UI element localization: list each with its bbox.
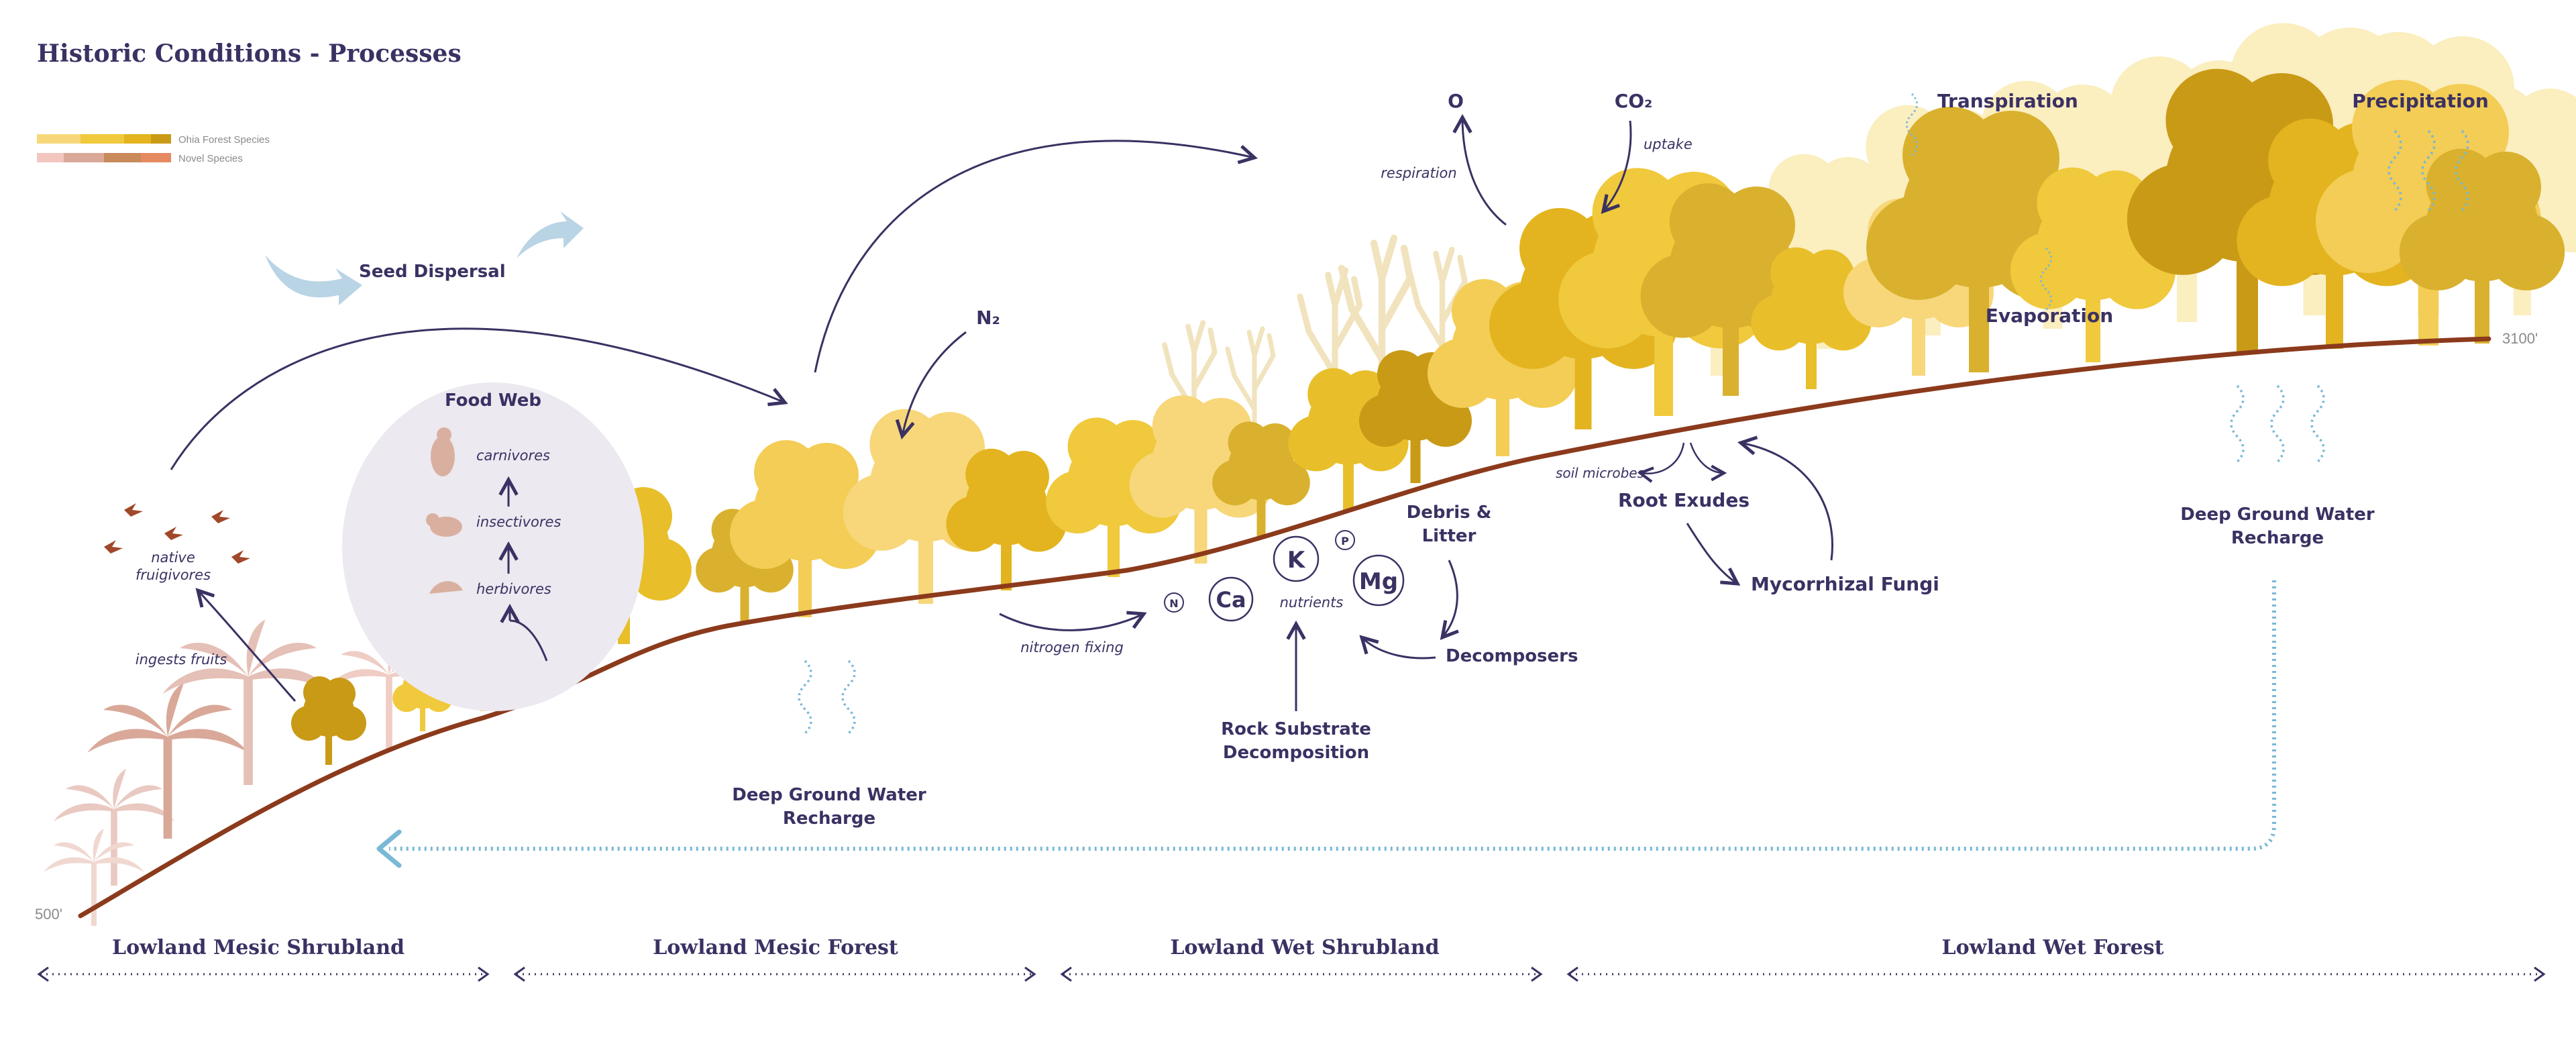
nitrogen-gas-label: N₂ bbox=[976, 307, 1000, 329]
bird-icon bbox=[426, 513, 462, 537]
soil-microbes-arrow bbox=[1640, 442, 1685, 474]
debris-label-line1: Debris & bbox=[1407, 503, 1492, 523]
novel-palms bbox=[44, 619, 449, 926]
food-web-title: Food Web bbox=[445, 390, 541, 411]
zone-range-lines bbox=[37, 966, 2546, 982]
seed-dispersal-label: Seed Dispersal bbox=[359, 262, 506, 282]
groundwater-squiggles-left bbox=[798, 660, 856, 735]
legend-novel-swatch bbox=[37, 153, 171, 162]
nutrient-mg-icon: Mg bbox=[1352, 554, 1405, 607]
groundwater-flow-arrowhead bbox=[376, 829, 402, 868]
nitrogen-fixing-arrow bbox=[999, 614, 1144, 631]
groundwater-squiggles-right bbox=[2230, 384, 2325, 464]
legend: Ohia Forest Species Novel Species bbox=[37, 134, 270, 164]
frugivore-birds-icon bbox=[104, 503, 250, 564]
native-label: native bbox=[151, 549, 195, 566]
uptake-arrow bbox=[1603, 120, 1632, 211]
zone-labels: Lowland Mesic Shrubland Lowland Mesic Fo… bbox=[112, 936, 2164, 959]
deep-groundwater-left-line2: Recharge bbox=[783, 808, 875, 829]
elevation-high: 3100' bbox=[2502, 330, 2538, 347]
nitrogen-arrow bbox=[902, 331, 967, 436]
transpiration-label: Transpiration bbox=[1937, 90, 2078, 112]
respiration-label: respiration bbox=[1381, 165, 1456, 181]
page-title: Historic Conditions - Processes bbox=[37, 40, 462, 68]
co2-label: CO₂ bbox=[1615, 90, 1653, 112]
root-exudes-label: Root Exudes bbox=[1618, 489, 1750, 511]
uptake-label: uptake bbox=[1644, 136, 1693, 152]
svg-text:P: P bbox=[1341, 535, 1349, 547]
nitrogen-fixing-label: nitrogen fixing bbox=[1020, 639, 1124, 655]
nutrients-label: nutrients bbox=[1280, 594, 1344, 611]
nutrient-ca-icon: Ca bbox=[1208, 576, 1254, 622]
ingests-fruits-arrow bbox=[198, 590, 297, 702]
precipitation-label: Precipitation bbox=[2352, 90, 2489, 112]
zone-lowland-wet-shrubland: Lowland Wet Shrubland bbox=[1170, 936, 1439, 959]
deep-groundwater-right-line2: Recharge bbox=[2231, 528, 2324, 548]
svg-text:N: N bbox=[1169, 597, 1178, 610]
ground-slope-line bbox=[78, 336, 2491, 918]
debris-label-line2: Litter bbox=[1422, 526, 1477, 546]
oxygen-label: O bbox=[1448, 90, 1464, 112]
seed-dispersal-arrow-2 bbox=[814, 140, 1254, 373]
rock-substrate-line2: Decomposition bbox=[1223, 743, 1369, 763]
debris-to-decomposers-arrow bbox=[1442, 560, 1457, 637]
legend-ohia-label: Ohia Forest Species bbox=[178, 134, 270, 146]
groundwater-flow-arrow bbox=[389, 580, 2276, 851]
soil-microbes-label: soil microbes bbox=[1556, 465, 1644, 481]
carnivores-label: carnivores bbox=[476, 448, 550, 464]
legend-novel-label: Novel Species bbox=[178, 153, 243, 164]
deep-groundwater-left-line1: Deep Ground Water bbox=[732, 785, 926, 805]
fungi-to-root-arrow bbox=[1741, 443, 1833, 561]
mycorrhizal-fungi-label: Mycorrhizal Fungi bbox=[1751, 573, 1939, 595]
seed-dispersal-arrow bbox=[170, 327, 785, 470]
decomposers-label: Decomposers bbox=[1446, 646, 1578, 666]
svg-text:Mg: Mg bbox=[1359, 568, 1398, 595]
herbivores-label: herbivores bbox=[476, 581, 551, 597]
elevation-low: 500' bbox=[35, 906, 62, 923]
root-exudes-small-arrow bbox=[1689, 442, 1724, 473]
hawk-icon bbox=[431, 427, 455, 476]
nutrient-n-icon: N bbox=[1164, 592, 1184, 613]
respiration-arrow bbox=[1462, 117, 1507, 226]
insectivores-label: insectivores bbox=[476, 514, 561, 530]
root-to-fungi-arrow bbox=[1686, 523, 1737, 584]
zone-lowland-wet-forest: Lowland Wet Forest bbox=[1942, 936, 2164, 959]
svg-text:Ca: Ca bbox=[1216, 587, 1246, 613]
deep-groundwater-right-line1: Deep Ground Water bbox=[2180, 505, 2375, 525]
evaporation-label: Evaporation bbox=[1986, 305, 2113, 327]
rock-substrate-line1: Rock Substrate bbox=[1221, 719, 1371, 739]
snail-icon bbox=[429, 581, 463, 594]
nutrient-p-icon: P bbox=[1335, 530, 1355, 550]
zone-lowland-mesic-shrubland: Lowland Mesic Shrubland bbox=[112, 936, 405, 959]
decomposers-to-nutrients-arrow bbox=[1362, 637, 1436, 660]
svg-text:K: K bbox=[1287, 547, 1306, 574]
ingests-fruits-label: ingests fruits bbox=[136, 651, 227, 668]
legend-ohia-swatch bbox=[37, 134, 171, 144]
nutrient-k-icon: K bbox=[1273, 535, 1320, 582]
wind-arrow-icon bbox=[265, 211, 584, 305]
zone-lowland-mesic-forest: Lowland Mesic Forest bbox=[653, 936, 898, 959]
food-web-panel: Food Web carnivores insectivores herbivo… bbox=[342, 382, 644, 711]
fruigivores-label: fruigivores bbox=[136, 567, 211, 583]
